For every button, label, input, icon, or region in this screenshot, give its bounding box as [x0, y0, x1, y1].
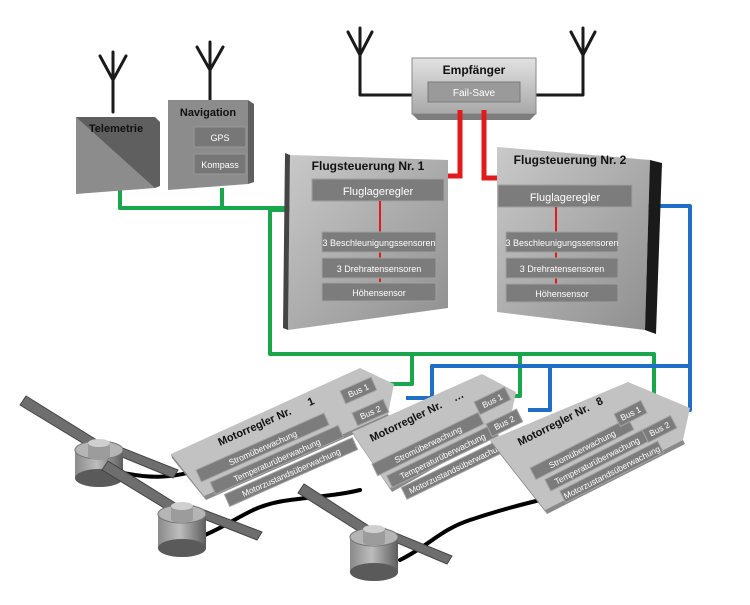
- fc2-sensor: Höhensensor: [535, 289, 589, 299]
- telemetry-box: Telemetrie: [76, 117, 160, 194]
- fc1-sensor: Höhensensor: [352, 288, 406, 298]
- receiver-title: Empfänger: [443, 63, 506, 77]
- antenna-icon: [346, 26, 414, 97]
- fc1-title: Flugsteuerung Nr. 1: [312, 159, 425, 173]
- mc1-number: 1: [306, 395, 316, 408]
- fc2-sensor: 3 Drehratensensoren: [520, 264, 605, 274]
- fc1-regulator: Fluglageregler: [343, 186, 414, 198]
- fc1-sensor: 3 Drehratensensoren: [337, 264, 422, 274]
- antenna-icon: [98, 50, 128, 114]
- antenna-icon: [533, 26, 597, 97]
- navigation-item: GPS: [210, 133, 229, 143]
- fc2-regulator: Fluglageregler: [530, 192, 601, 204]
- receiver-box: Empfänger Fail-Save: [411, 57, 537, 120]
- motor-controller-1: Motorregler Nr. 1 Stromüberwachung Tempe…: [171, 368, 394, 508]
- motor-controller-8: Motorregler Nr. 8 Stromüberwachung Tempe…: [490, 382, 690, 514]
- navigation-box: Navigation GPS Kompass: [168, 100, 254, 190]
- flight-controller-2: Flugsteuerung Nr. 2 Fluglageregler 3 Bes…: [497, 147, 662, 334]
- failsafe-label: Fail-Save: [453, 88, 496, 99]
- flight-controller-1: Flugsteuerung Nr. 1 Fluglageregler 3 Bes…: [283, 153, 448, 330]
- navigation-item: Kompass: [201, 160, 239, 170]
- fc2-sensor: 3 Beschleunigungssensoren: [505, 238, 618, 248]
- motor-icon: [74, 439, 124, 487]
- antenna-icon: [195, 40, 225, 102]
- motor-icon: [349, 525, 399, 581]
- navigation-title: Navigation: [180, 107, 237, 119]
- motor-icon: [157, 502, 207, 557]
- fc2-title: Flugsteuerung Nr. 2: [514, 153, 627, 167]
- motor-controller-2: Motorregler Nr. … Stromüberwachung Tempe…: [352, 374, 524, 500]
- mc2-number: …: [451, 389, 466, 405]
- fc1-sensor: 3 Beschleunigungssensoren: [322, 238, 435, 248]
- telemetry-title: Telemetrie: [89, 123, 143, 135]
- failsafe-links: [441, 110, 505, 186]
- mc8-number: 8: [594, 395, 605, 408]
